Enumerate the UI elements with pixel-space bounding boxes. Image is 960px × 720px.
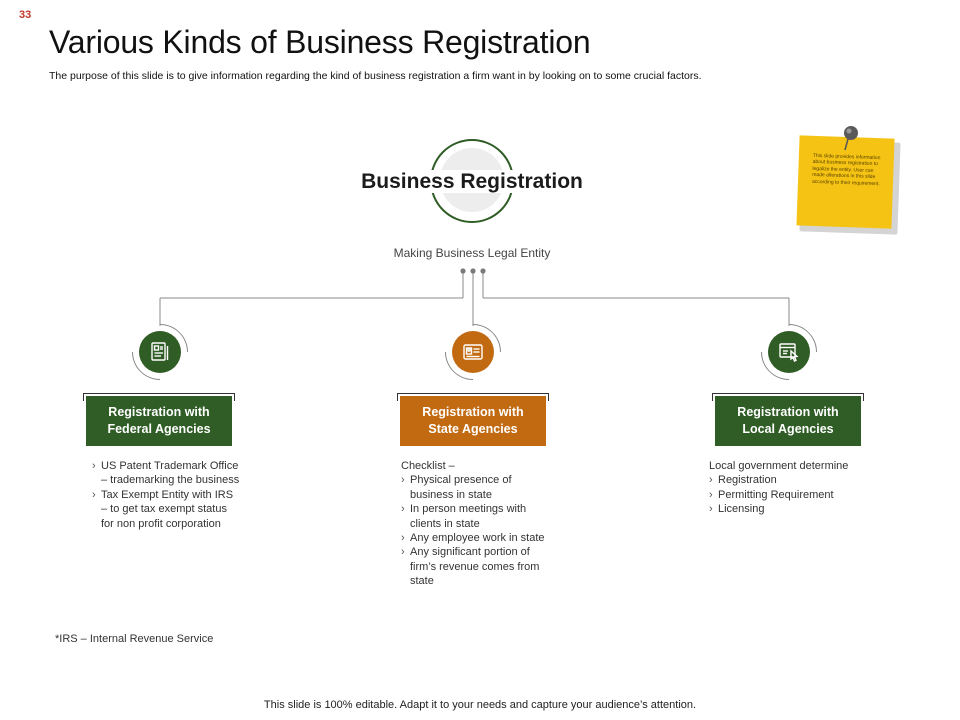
footer-text: This slide is 100% editable. Adapt it to… (263, 699, 697, 711)
list-item: Any employee work in state (401, 531, 551, 546)
state-list: Checklist – Physical presence of busines… (401, 459, 551, 589)
document-icon (139, 331, 181, 373)
clipboard-pointer-icon (768, 331, 810, 373)
pushpin-icon (844, 126, 858, 151)
footnote: *IRS – Internal Revenue Service (55, 633, 214, 645)
list-item: Any significant portion of firm’s revenu… (401, 545, 551, 588)
federal-list: US Patent Trademark Office – trademarkin… (92, 459, 242, 531)
hub-title: Business Registration (330, 170, 614, 194)
state-bracket (397, 393, 549, 401)
list-item: Tax Exempt Entity with IRS – to get tax … (92, 488, 242, 531)
list-item: In person meetings with clients in state (401, 502, 551, 531)
list-item: Licensing (709, 502, 879, 517)
list-item: Physical presence of business in state (401, 473, 551, 502)
page-subtitle: The purpose of this slide is to give inf… (49, 70, 702, 82)
hub-subtitle: Making Business Legal Entity (393, 246, 551, 260)
state-icon-badge (433, 312, 513, 392)
local-icon-badge (749, 312, 829, 392)
slide-number: 33 (19, 9, 32, 21)
list-item: US Patent Trademark Office – trademarkin… (92, 459, 242, 488)
list-intro: Checklist – (401, 460, 455, 472)
federal-icon-badge (120, 312, 200, 392)
local-bracket (712, 393, 864, 401)
list-intro: Local government determine (709, 460, 849, 472)
list-item: Registration (709, 473, 879, 488)
local-list: Local government determine Registration … (709, 459, 879, 517)
federal-bracket (83, 393, 235, 401)
list-item: Permitting Requirement (709, 488, 879, 503)
id-card-icon (452, 331, 494, 373)
page-title: Various Kinds of Business Registration (49, 24, 591, 60)
